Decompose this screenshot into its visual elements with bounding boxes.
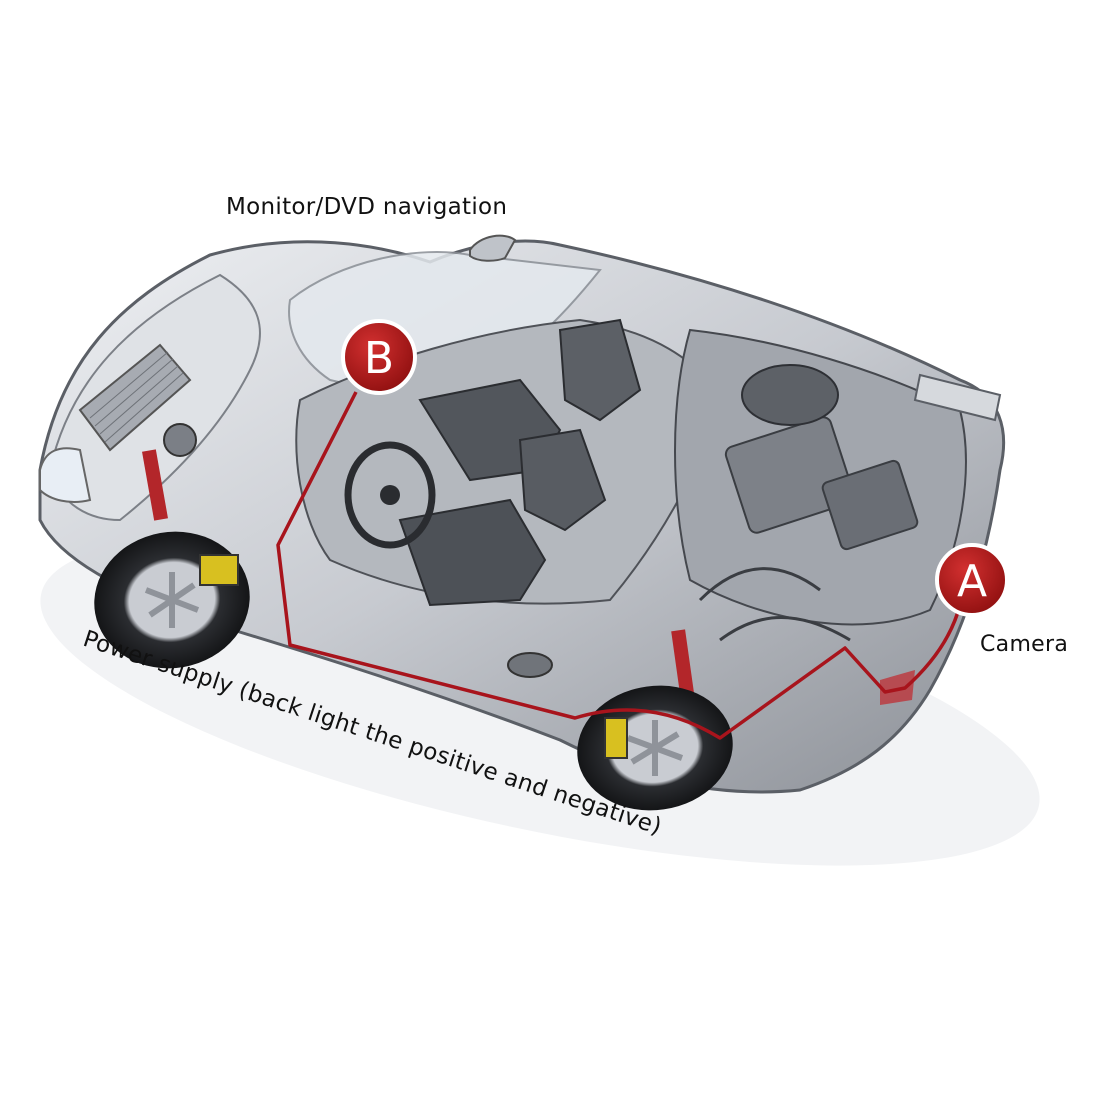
radiator [78,343,192,452]
steering-wheel [344,441,436,549]
door-handle [507,652,553,678]
marker-b: B [341,319,417,395]
marker-a: A [935,543,1009,617]
camera-label: Camera [980,632,1069,657]
engine-bay [674,328,967,642]
marker-a-letter: A [957,556,987,607]
rear-wheel [577,685,733,811]
marker-b-letter: B [364,333,394,384]
monitor-dvd-navigation-label: Monitor/DVD navigation [226,194,508,220]
seats [398,318,642,607]
front-wheel [94,531,250,669]
side-mirror [469,234,517,262]
rear-suspension [671,629,695,701]
rear-light [880,670,915,705]
power-wire [276,391,962,740]
rear-spoiler [913,373,1002,422]
headlight [39,447,92,503]
front-suspension [142,423,197,521]
